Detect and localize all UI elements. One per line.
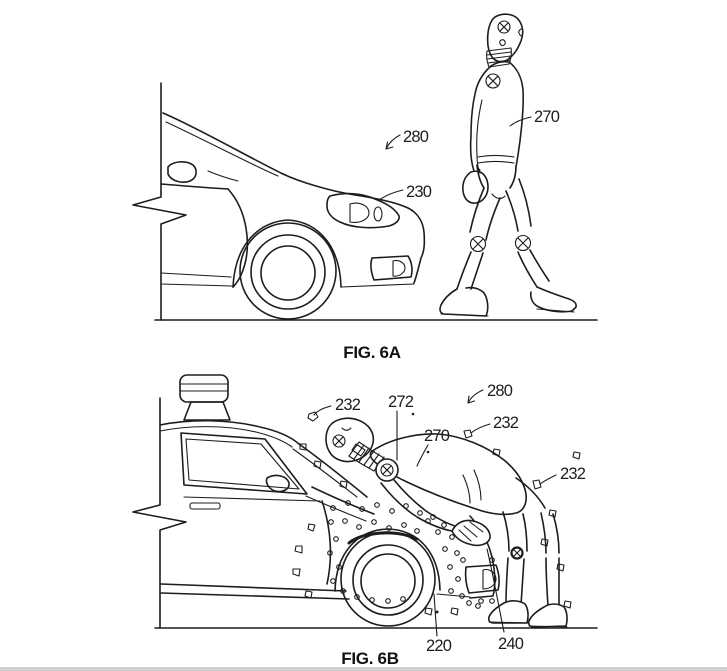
dummy-hand bbox=[462, 170, 489, 204]
fig6b-ref-240-leader bbox=[486, 548, 505, 633]
fig6a-ref-270: 270 bbox=[509, 108, 561, 127]
fig6b-fog-light bbox=[464, 564, 500, 594]
ref-label-272: 272 bbox=[388, 393, 414, 411]
fig6a-break-edge bbox=[132, 82, 187, 321]
dummy-belt bbox=[477, 154, 515, 164]
dummy-belt bbox=[462, 469, 482, 504]
ref-label-240: 240 bbox=[498, 635, 524, 653]
dummy-front-boot bbox=[487, 600, 529, 624]
ref-label-230: 230 bbox=[406, 183, 432, 201]
fig6a-wheel-arch bbox=[232, 219, 342, 288]
fig6a-fog-light bbox=[370, 255, 413, 281]
ref-label-232: 232 bbox=[335, 396, 361, 414]
fig6b-wheel-arch bbox=[334, 528, 441, 592]
dummy-ear bbox=[499, 39, 506, 46]
fig6a-drawing: 280 270 230 FIG. 6A bbox=[132, 13, 598, 362]
debris-fragments bbox=[292, 411, 581, 616]
fig6a-pedestrian-dummy bbox=[439, 13, 577, 317]
ref-label-270: 270 bbox=[424, 427, 450, 445]
ref-label-270: 270 bbox=[534, 108, 560, 126]
ref-label-220: 220 bbox=[426, 637, 452, 655]
fig6b-caption: FIG. 6B bbox=[341, 649, 398, 668]
knee-target-marker bbox=[510, 546, 524, 560]
adhesive-dots-field bbox=[327, 500, 495, 614]
fig6a-ref-270-leader bbox=[509, 116, 532, 127]
fig6b-break-edge bbox=[132, 397, 187, 629]
dummy-front-leg bbox=[439, 187, 501, 317]
ref-label-232: 232 bbox=[560, 465, 586, 483]
fig6b-ref-280: 280 bbox=[467, 382, 514, 404]
dummy-brow bbox=[341, 427, 352, 431]
dummy-rear-leg bbox=[505, 178, 577, 313]
fig6a-ref-280-arrow bbox=[385, 134, 401, 150]
dummy-neck-spring bbox=[486, 47, 512, 68]
fig6a-ref-230-leader bbox=[378, 189, 404, 201]
dummy-neck-spring bbox=[348, 441, 385, 472]
roof-sensor-mount bbox=[183, 401, 231, 421]
fig6a-ref-280: 280 bbox=[385, 128, 430, 150]
fig6b-ref-272: 272 bbox=[388, 393, 415, 461]
roof-sensor-dome bbox=[179, 374, 231, 421]
fig6b-ref-270: 270 bbox=[416, 427, 451, 467]
ref-label-280: 280 bbox=[403, 128, 429, 146]
fig6b-ref-232c-leader bbox=[539, 474, 557, 485]
fig6b-ref-280-arrow bbox=[467, 389, 484, 404]
fig6b-ref-220-leader bbox=[433, 593, 438, 637]
head-target-marker bbox=[332, 434, 346, 448]
fig6b-vehicle bbox=[159, 374, 500, 627]
fig6b-ref-240: 240 bbox=[486, 548, 525, 653]
dummy-legs bbox=[487, 477, 568, 628]
fig6b-ref-232-right: 232 bbox=[539, 465, 587, 485]
dummy-nose bbox=[518, 28, 522, 37]
fig6b-ref-270-leader bbox=[416, 444, 429, 467]
ref-label-232: 232 bbox=[493, 414, 519, 432]
fig6b-ref-220: 220 bbox=[426, 593, 453, 655]
dummy-rear-boot bbox=[527, 603, 568, 628]
ref-label-280: 280 bbox=[487, 382, 513, 400]
fig6b-side-mirror bbox=[265, 474, 290, 493]
dummy-hand bbox=[451, 519, 491, 547]
dummy-arm bbox=[380, 479, 491, 547]
fig6b-door bbox=[183, 496, 332, 585]
fig6a-ref-230: 230 bbox=[378, 183, 433, 201]
fig6a-vehicle-front bbox=[160, 112, 426, 320]
page-bottom-edge bbox=[0, 667, 727, 671]
dummy-pelvis bbox=[476, 164, 517, 199]
fig6b-ref-232a-leader bbox=[313, 405, 332, 416]
fig6b-ref-232b-leader bbox=[470, 423, 491, 434]
shoulder-target-marker bbox=[375, 458, 399, 482]
fig6b-ref-232-left: 232 bbox=[313, 396, 362, 416]
fig6a-side-mirror bbox=[167, 161, 197, 183]
fig6a-front-wheel bbox=[239, 222, 337, 320]
door-handle bbox=[189, 502, 221, 510]
fig6a-caption: FIG. 6A bbox=[343, 343, 400, 362]
dummy-torso bbox=[469, 60, 524, 174]
shoulder-target-marker bbox=[485, 73, 501, 89]
fig6b-side-window bbox=[180, 432, 308, 495]
fig6b-drawing: 232 272 280 232 270 232 220 240 bbox=[132, 374, 598, 668]
fig6b-pedestrian-dummy bbox=[325, 417, 568, 628]
fig6b-front-wheel bbox=[340, 531, 436, 627]
fig6b-ref-232-mid: 232 bbox=[470, 414, 520, 434]
head-target-marker bbox=[497, 20, 511, 34]
fig6a-headlight bbox=[326, 192, 400, 229]
